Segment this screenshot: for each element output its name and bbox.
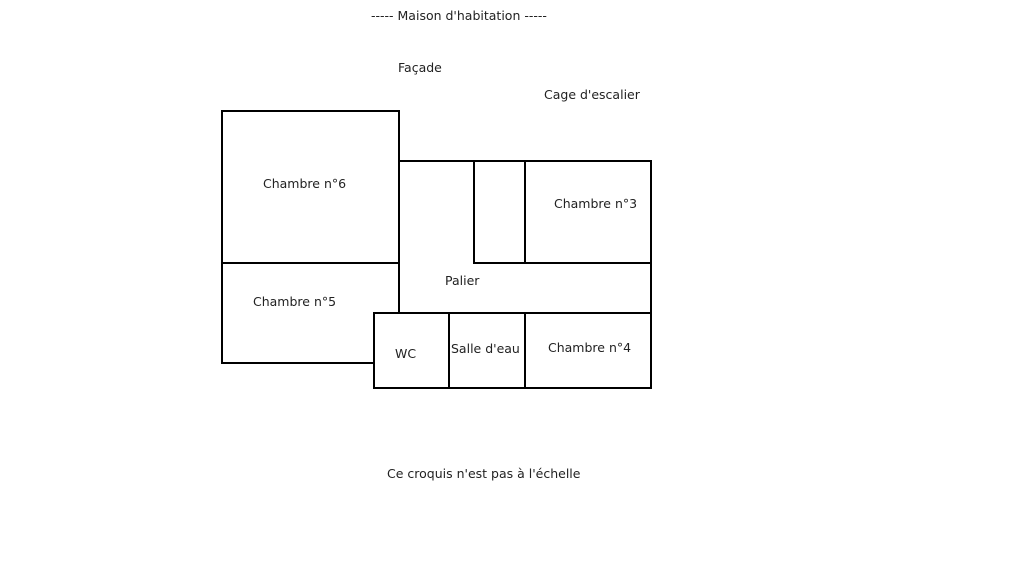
facade-label: Façade: [398, 60, 442, 75]
scale-note: Ce croquis n'est pas à l'échelle: [387, 466, 581, 481]
room-label-chambre-3: Chambre n°3: [554, 196, 638, 211]
room-label-palier: Palier: [445, 273, 480, 288]
room-chambre-6-outline: [221, 110, 400, 264]
room-label-salle-eau: Salle d'eau: [451, 341, 520, 356]
room-chambre-5-outline: [221, 262, 375, 364]
staircase-outline: [473, 160, 652, 264]
staircase-label: Cage d'escalier: [544, 87, 640, 102]
palier-outline: [373, 262, 400, 314]
room-label-chambre-5: Chambre n°5: [253, 294, 337, 309]
room-label-chambre-6: Chambre n°6: [263, 176, 347, 191]
room-label-chambre-4: Chambre n°4: [548, 340, 632, 355]
room-label-wc: WC: [395, 346, 417, 361]
diagram-title: ----- Maison d'habitation -----: [371, 8, 547, 23]
